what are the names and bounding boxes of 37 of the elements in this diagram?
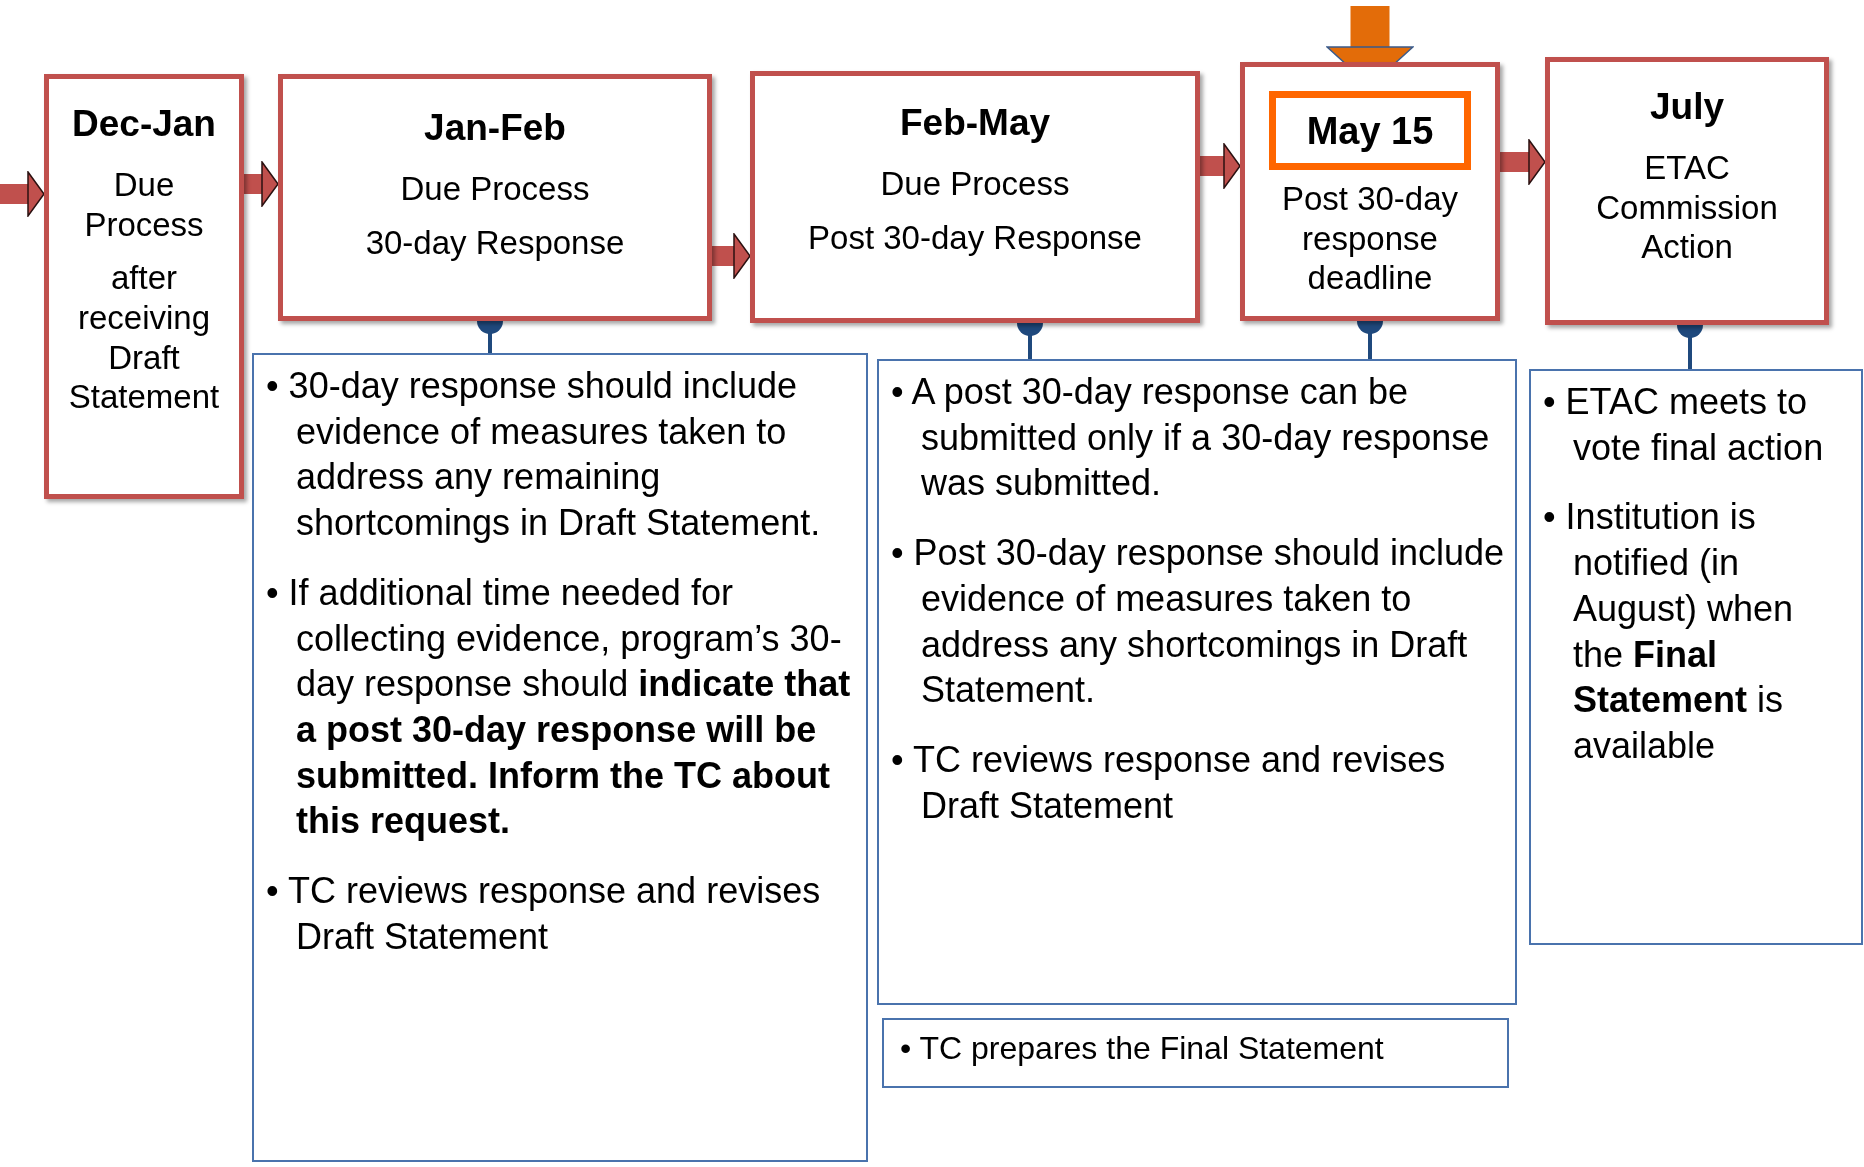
step-text: Due Process xyxy=(400,169,590,209)
step-text: 30-day Response xyxy=(365,222,625,263)
connector-line xyxy=(0,171,45,217)
note-box xyxy=(882,1018,1509,1088)
connector-line xyxy=(712,233,751,279)
bullet-text: • A post 30-day response can be submitted only if a 30-day response was submitted. xyxy=(891,370,1491,506)
step-text: Due Process xyxy=(880,164,1070,204)
bullet-text: • 30-day response should include evidence of measures taken to address any remaining shortcomings in Draft Statement. xyxy=(266,364,822,546)
step-text: Due Process xyxy=(83,165,205,245)
note-box xyxy=(877,359,1517,1005)
bullet-text: • TC prepares the Final Statement xyxy=(900,1029,1385,1068)
step-title: Dec-Jan xyxy=(72,102,216,146)
date-title: May 15 xyxy=(1306,111,1434,150)
step-text: ETAC Commission Action xyxy=(1595,148,1779,268)
bullet-text: • TC reviews response and revises Draft Statement xyxy=(891,738,1447,828)
timeline-step-box xyxy=(1545,57,1829,325)
step-title: Feb-May xyxy=(899,101,1051,145)
step-title: Jan-Feb xyxy=(424,106,566,150)
bullet-text: • TC reviews response and revises Draft Statement xyxy=(266,869,822,959)
bullet-text: • ETAC meets to vote final action xyxy=(1543,380,1825,470)
connector-line xyxy=(244,161,279,207)
bullet-text: • If additional time needed for collecting evidence, program’s 30-day response should indicate that a post 30-day response will be submitted. Inform the TC about this request. xyxy=(266,570,852,844)
step-text: after receiving Draft Statement xyxy=(67,258,221,417)
connector-line xyxy=(1200,143,1241,189)
timeline-step-box xyxy=(278,74,712,321)
step-title: July xyxy=(1649,85,1724,129)
step-text: Post 30-day Response xyxy=(808,217,1142,258)
timeline-step-box xyxy=(44,74,244,499)
note-box xyxy=(1529,369,1863,945)
step-text: Post 30-day response deadline xyxy=(1280,179,1460,298)
connector-line xyxy=(1500,139,1546,185)
timeline-step-box xyxy=(1240,62,1500,321)
date-box xyxy=(1269,91,1471,170)
timeline-step-box xyxy=(750,71,1200,323)
bullet-text: • Post 30-day response should include evidence of measures taken to address any shortcomings in Draft Statement. xyxy=(891,531,1505,713)
bullet-text: • Institution is notified (in August) when the Final Statement is available xyxy=(1543,495,1795,769)
note-box xyxy=(252,353,868,1162)
